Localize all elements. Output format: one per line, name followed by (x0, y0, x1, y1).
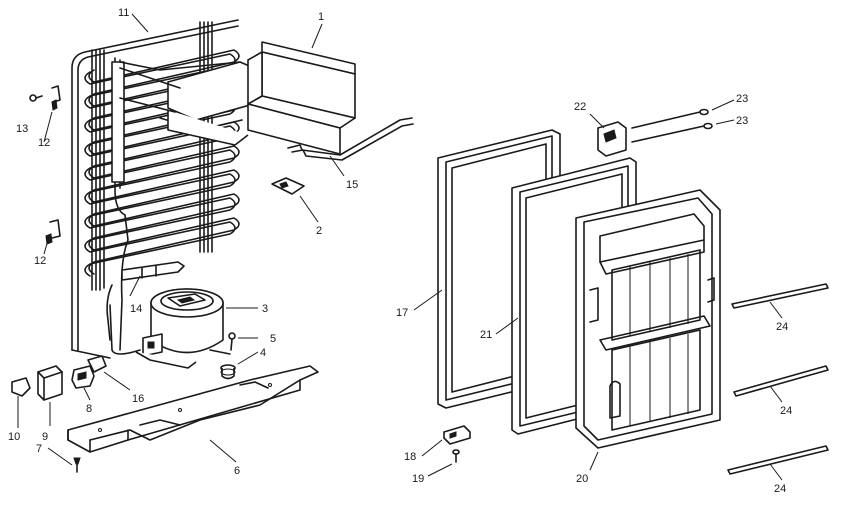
part-8-relay (71, 365, 95, 389)
screw-13 (29, 85, 61, 103)
callout-19: 19 (412, 473, 424, 485)
callout-24-middle: 24 (780, 405, 792, 417)
callout-15: 15 (346, 179, 358, 191)
clip-12-upper (51, 99, 58, 111)
leader-lines (17, 13, 783, 481)
drip-tube (287, 117, 414, 161)
evaporator-tray (119, 41, 356, 155)
grommet-4 (220, 364, 236, 380)
callout-21: 21 (480, 329, 492, 341)
compressor (135, 288, 231, 369)
callout-18: 18 (404, 451, 416, 463)
part-10-bracket (11, 377, 31, 397)
callout-23-upper: 23 (736, 93, 748, 105)
callout-9: 9 (42, 431, 48, 443)
condenser-coil (71, 19, 240, 359)
thermostat-sensor (106, 261, 185, 341)
callout-10: 10 (8, 431, 20, 443)
callout-16: 16 (132, 393, 144, 405)
callout-5: 5 (270, 333, 276, 345)
bracket-clip (271, 177, 305, 195)
callout-7: 7 (36, 443, 42, 455)
callout-6: 6 (234, 465, 240, 477)
callout-23-lower: 23 (736, 115, 748, 127)
part-16-overload (87, 355, 107, 373)
base-plate (67, 365, 319, 453)
callout-8: 8 (86, 403, 92, 415)
screw-7 (73, 457, 81, 473)
callout-22: 22 (574, 101, 586, 113)
callout-1: 1 (318, 11, 324, 23)
hinge-22 (597, 121, 627, 157)
callout-3: 3 (262, 303, 268, 315)
callout-14: 14 (130, 303, 142, 315)
callout-24-upper: 24 (776, 321, 788, 333)
callout-20: 20 (576, 473, 588, 485)
shelf-rail-middle (733, 365, 829, 397)
callout-12-upper: 12 (38, 137, 50, 149)
screw-23-upper (631, 108, 709, 129)
part-18-clip (443, 425, 471, 445)
callout-11: 11 (118, 7, 129, 19)
screw-19 (452, 449, 460, 463)
screw-23-lower (631, 122, 713, 143)
callout-2: 2 (316, 225, 322, 237)
callout-12-lower: 12 (34, 255, 46, 267)
callout-13: 13 (16, 123, 28, 135)
callout-labels: 11 1 13 12 15 2 12 14 3 5 4 16 8 10 9 6 … (8, 7, 792, 495)
screw-5 (228, 332, 236, 351)
shelf-rail-lower (727, 445, 829, 475)
shelf-rail-upper (731, 283, 829, 309)
callout-4: 4 (260, 347, 266, 359)
callout-24-lower: 24 (774, 483, 786, 495)
door-liner (575, 189, 721, 449)
callout-17: 17 (396, 307, 408, 319)
part-9-relay-cover (37, 365, 63, 401)
